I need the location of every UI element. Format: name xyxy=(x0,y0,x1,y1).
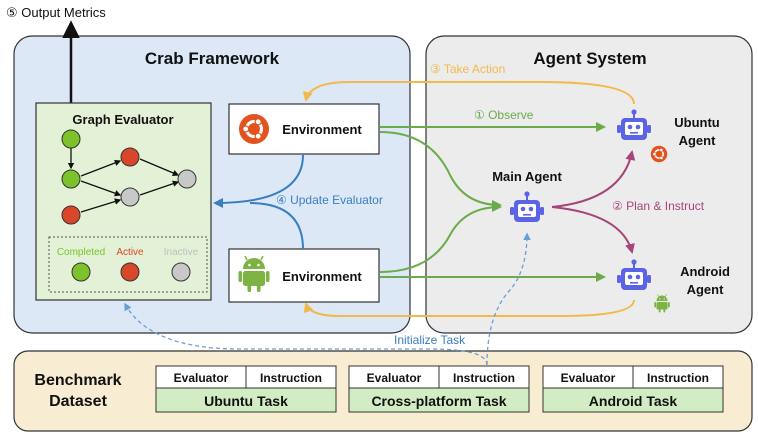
initialize-task-arrow-main-agent xyxy=(486,232,531,366)
environment-ubuntu-label: Environment xyxy=(282,122,362,137)
task-evaluator-label: Evaluator xyxy=(174,371,229,385)
ubuntu-logo-icon xyxy=(237,112,271,146)
agent-system-title: Agent System xyxy=(533,49,646,68)
ubuntu-agent-badge-icon xyxy=(649,144,669,164)
graph-node-completed xyxy=(61,129,81,149)
take-action-label: ③ Take Action xyxy=(430,62,505,76)
task-card-cross-platform: Evaluator Instruction Cross-platform Tas… xyxy=(348,365,530,413)
legend-completed-dot xyxy=(71,262,91,282)
ubuntu-agent-label-line2: Agent xyxy=(679,133,717,148)
task-card-ubuntu: Evaluator Instruction Ubuntu Task xyxy=(155,365,337,413)
update-evaluator-arrow xyxy=(213,154,304,208)
task-name-label: Ubuntu Task xyxy=(204,393,288,409)
legend-inactive-label: Inactive xyxy=(164,247,199,258)
plan-arrow-android xyxy=(551,206,635,254)
initialize-task-arrow-evaluator xyxy=(124,302,488,366)
graph-node-inactive xyxy=(120,187,140,207)
environment-android-label: Environment xyxy=(282,269,362,284)
agent-system-panel xyxy=(425,35,753,334)
graph-evaluator-title: Graph Evaluator xyxy=(72,112,173,127)
legend-active-dot xyxy=(120,262,140,282)
observe-label: ① Observe xyxy=(474,108,534,122)
graph-node-active xyxy=(120,147,140,167)
task-name-label: Cross-platform Task xyxy=(371,393,506,409)
legend-active-label: Active xyxy=(116,247,144,258)
task-name-label: Android Task xyxy=(589,393,678,409)
take-action-arrow-top xyxy=(302,81,635,105)
task-evaluator-label: Evaluator xyxy=(561,371,616,385)
observe-arrow-main-from-ubuntu xyxy=(379,131,502,210)
task-evaluator-label: Evaluator xyxy=(367,371,422,385)
ubuntu-agent-label-line1: Ubuntu xyxy=(674,115,720,130)
graph-node-completed xyxy=(61,169,81,189)
observe-arrow-main-from-android xyxy=(379,202,502,273)
legend-inactive-dot xyxy=(171,262,191,282)
legend-completed-label: Completed xyxy=(57,247,105,258)
graph-node-inactive xyxy=(177,169,197,189)
android-agent-label-line2: Agent xyxy=(687,282,725,297)
benchmark-title-line2: Dataset xyxy=(49,393,107,410)
initialize-task-label: Initialize Task xyxy=(394,333,466,347)
take-action-arrow-bottom xyxy=(303,299,635,317)
task-instruction-label: Instruction xyxy=(260,371,322,385)
task-instruction-label: Instruction xyxy=(647,371,709,385)
task-instruction-label: Instruction xyxy=(453,371,515,385)
plan-arrow-ubuntu xyxy=(551,150,636,208)
crab-framework-title: Crab Framework xyxy=(145,49,280,68)
android-agent-label-line1: Android xyxy=(680,264,730,279)
graph-edges xyxy=(67,147,180,213)
main-agent-label: Main Agent xyxy=(492,169,562,184)
benchmark-title-line1: Benchmark xyxy=(34,372,121,389)
plan-instruct-label: ② Plan & Instruct xyxy=(612,199,705,213)
graph-node-active xyxy=(61,205,81,225)
output-metrics-label: ⑤ Output Metrics xyxy=(6,5,106,20)
task-card-android: Evaluator Instruction Android Task xyxy=(542,365,724,413)
update-evaluator-label: ④ Update Evaluator xyxy=(276,193,383,207)
update-evaluator-curve xyxy=(249,202,304,250)
graph-legend-box xyxy=(48,236,208,293)
